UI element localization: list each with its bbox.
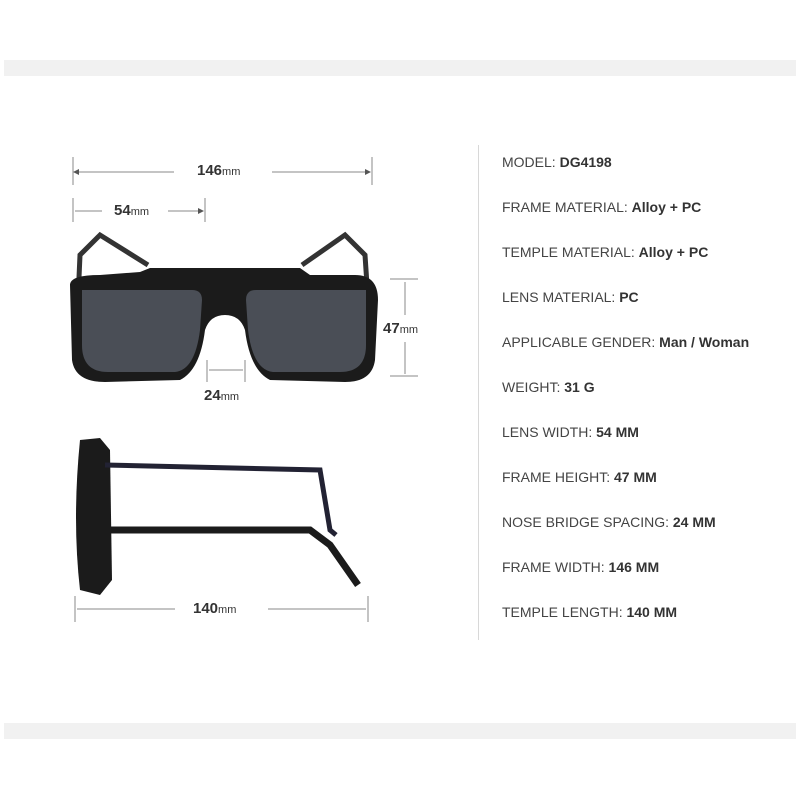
- frame-height-value: 47: [383, 320, 400, 337]
- spec-frame-material: FRAME MATERIAL: Alloy + PC: [502, 199, 749, 244]
- bridge-label: 24mm: [200, 387, 244, 404]
- unit: mm: [218, 604, 237, 616]
- lens-width-value: 54: [114, 202, 131, 219]
- spec-value: 24 MM: [672, 514, 716, 530]
- spec-label: LENS WIDTH:: [502, 424, 597, 440]
- temple-length-value: 140: [193, 600, 219, 617]
- spec-frame-width: FRAME WIDTH: 146 MM: [502, 559, 749, 604]
- spec-label: NOSE BRIDGE SPACING:: [502, 514, 673, 530]
- frame-width-value: 146: [197, 162, 223, 179]
- spec-value: 47 MM: [614, 469, 657, 485]
- spec-value: DG4198: [559, 154, 612, 170]
- front-view: [70, 231, 378, 382]
- spec-gender: APPLICABLE GENDER: Man / Woman: [502, 334, 749, 379]
- unit: mm: [222, 166, 241, 178]
- spec-lens-material: LENS MATERIAL: PC: [502, 289, 749, 334]
- lens-width-label: 54mm: [110, 202, 154, 219]
- spec-value: Alloy + PC: [631, 199, 702, 215]
- frame-height-label: 47mm: [379, 320, 423, 337]
- spec-value: 140 MM: [626, 604, 678, 620]
- spec-label: LENS MATERIAL:: [502, 289, 620, 305]
- spec-weight: WEIGHT: 31 G: [502, 379, 749, 424]
- spec-lens-width: LENS WIDTH: 54 MM: [502, 424, 749, 469]
- unit: mm: [220, 391, 240, 403]
- unit: mm: [399, 324, 419, 336]
- spec-value: Man / Woman: [659, 334, 750, 350]
- spec-value: 146 MM: [608, 559, 660, 575]
- spec-label: MODEL:: [502, 154, 560, 170]
- spec-model: MODEL: DG4198: [502, 154, 749, 199]
- spec-value: 54 MM: [596, 424, 639, 440]
- top-band: [4, 60, 796, 76]
- spec-label: TEMPLE MATERIAL:: [502, 244, 639, 260]
- spec-label: TEMPLE LENGTH:: [502, 604, 627, 620]
- spec-list: MODEL: DG4198 FRAME MATERIAL: Alloy + PC…: [502, 154, 749, 649]
- spec-label: FRAME MATERIAL:: [502, 199, 632, 215]
- divider: [478, 145, 479, 640]
- glasses-illustration: [70, 157, 418, 622]
- unit: mm: [130, 206, 150, 218]
- spec-label: WEIGHT:: [502, 379, 565, 395]
- spec-bridge: NOSE BRIDGE SPACING: 24 MM: [502, 514, 749, 559]
- spec-value: PC: [619, 289, 639, 305]
- spec-value: Alloy + PC: [638, 244, 709, 260]
- frame-width-label: 146mm: [193, 162, 245, 179]
- spec-temple-length: TEMPLE LENGTH: 140 MM: [502, 604, 749, 649]
- side-view: [76, 438, 361, 595]
- temple-length-label: 140mm: [189, 600, 241, 617]
- spec-frame-height: FRAME HEIGHT: 47 MM: [502, 469, 749, 514]
- spec-label: FRAME WIDTH:: [502, 559, 609, 575]
- bottom-band: [4, 723, 796, 739]
- dimension-lines: [72, 157, 418, 622]
- spec-value: 31 G: [564, 379, 595, 395]
- spec-temple-material: TEMPLE MATERIAL: Alloy + PC: [502, 244, 749, 289]
- spec-label: APPLICABLE GENDER:: [502, 334, 660, 350]
- spec-label: FRAME HEIGHT:: [502, 469, 615, 485]
- bridge-value: 24: [204, 387, 221, 404]
